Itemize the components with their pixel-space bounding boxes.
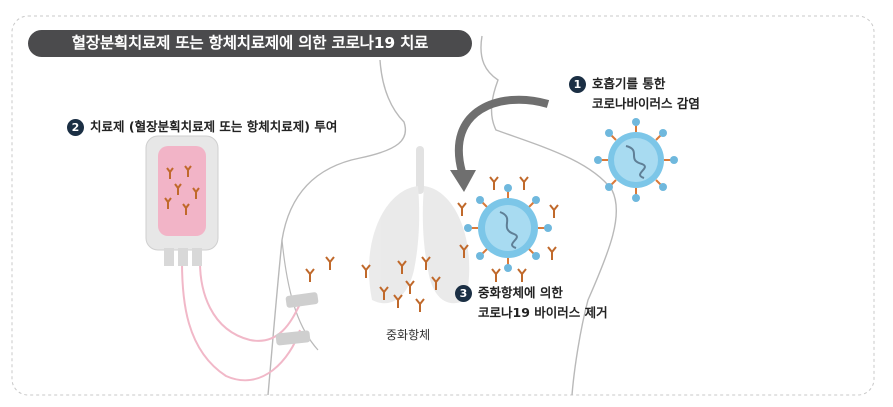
antibody-cluster: [305, 256, 441, 312]
body-outline-arm: [281, 239, 319, 351]
step-1-badge: 1: [569, 76, 586, 93]
tape-patches: [275, 292, 319, 346]
body-outline: [267, 59, 407, 396]
step-3: 3 중화항체에 의한 코로나19 바이러스 제거: [455, 283, 608, 323]
virus-icon: [594, 118, 678, 202]
step-1: 1 호흡기를 통한 코로나바이러스 감염: [569, 74, 700, 114]
iv-bag-icon: [145, 135, 219, 266]
step-2: 2 치료제 (혈장분획치료제 또는 항체치료제) 투여: [67, 117, 337, 137]
step-3-line-2: 코로나19 바이러스 제거: [478, 305, 608, 320]
neutralized-virus-icon: [457, 176, 559, 282]
step-3-badge: 3: [455, 285, 472, 302]
step-1-line-2: 코로나바이러스 감염: [592, 96, 700, 111]
step-2-line-1: 치료제 (혈장분획치료제 또는 항체치료제) 투여: [90, 119, 338, 134]
page-title: 혈장분획치료제 또는 항체치료제에 의한 코로나19 치료: [28, 30, 472, 57]
step-1-line-1: 호흡기를 통한: [592, 76, 666, 91]
antibody-label: 중화항체: [386, 328, 431, 342]
dashed-frame: [11, 15, 875, 396]
step-2-badge: 2: [67, 119, 84, 136]
step-3-line-1: 중화항체에 의한: [478, 285, 563, 300]
infection-arrow: [450, 95, 550, 192]
body-outline-right: [480, 35, 618, 396]
iv-tube: [181, 261, 301, 382]
lungs: [368, 146, 470, 304]
